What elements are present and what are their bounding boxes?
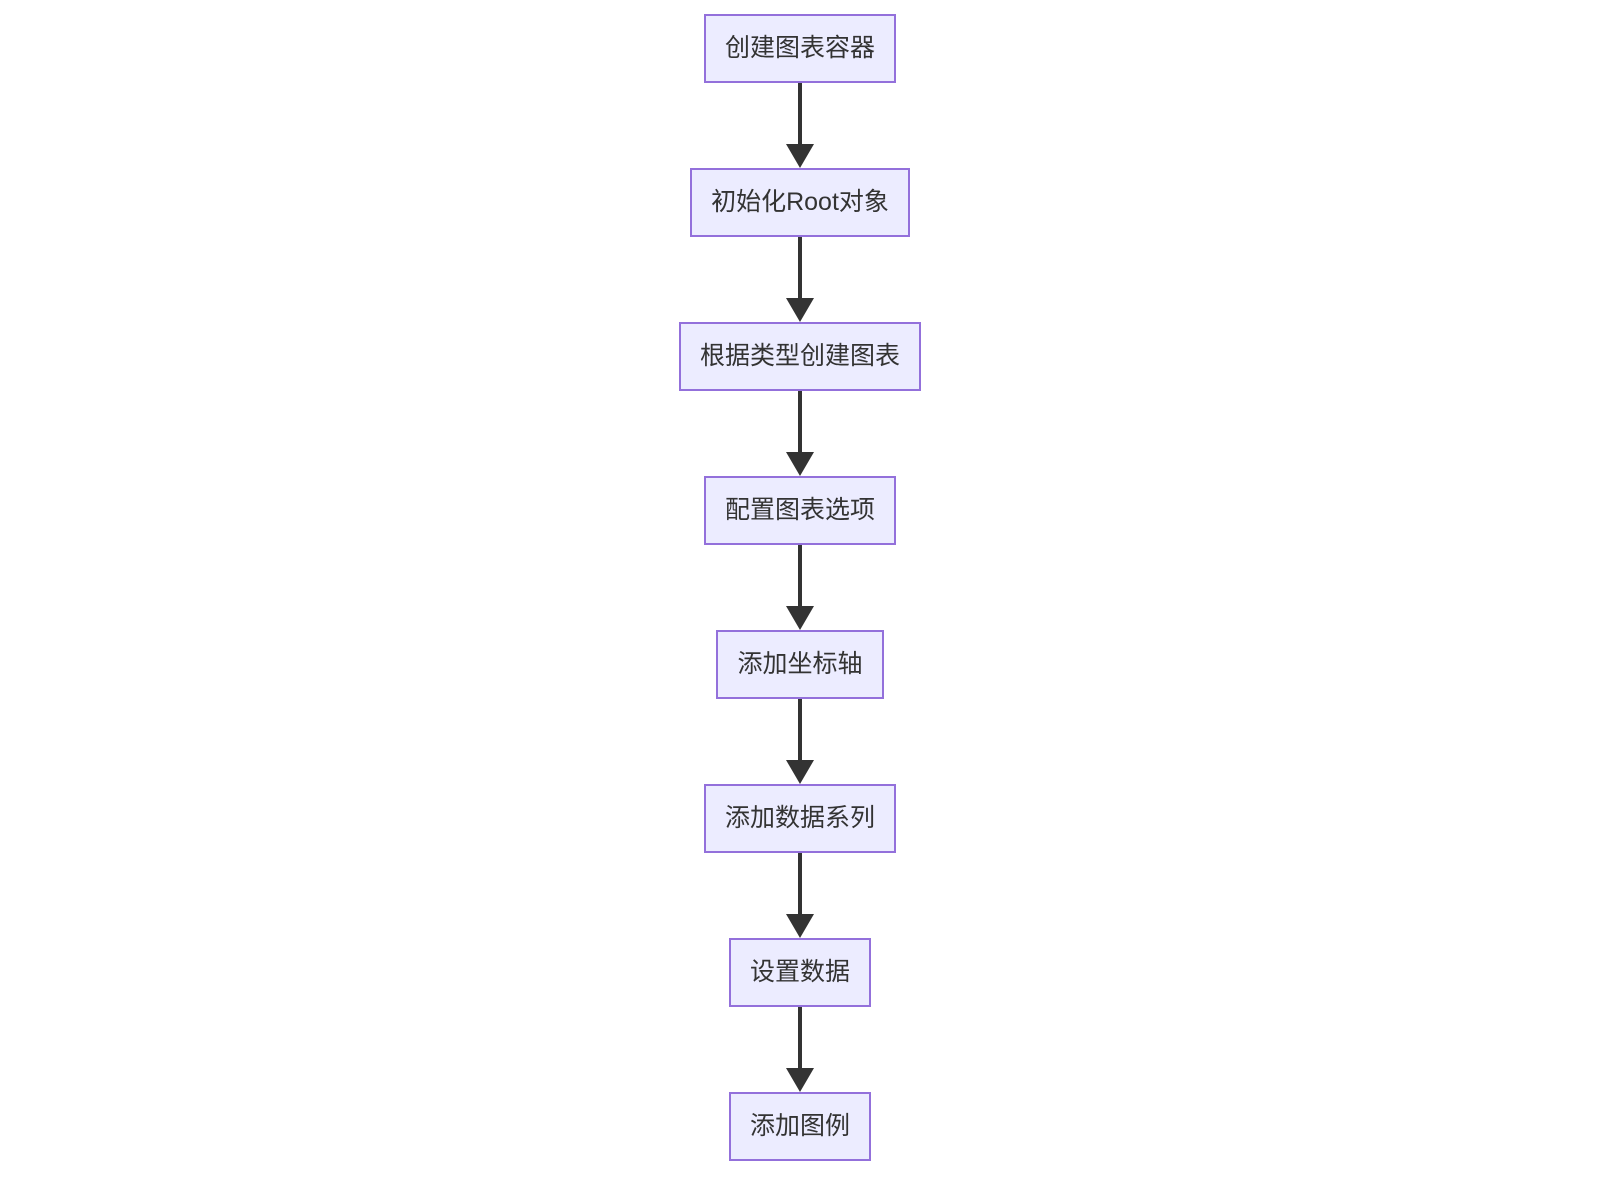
flow-arrow: [785, 1007, 815, 1092]
arrow-line: [798, 1007, 802, 1070]
arrow-line: [798, 699, 802, 762]
flow-node-init-root: 初始化Root对象: [690, 168, 910, 237]
flow-arrow: [785, 83, 815, 168]
arrowhead-down-icon: [786, 606, 814, 630]
arrow-line: [798, 237, 802, 300]
arrowhead-down-icon: [786, 914, 814, 938]
flow-node-set-data: 设置数据: [728, 938, 871, 1007]
flow-node-add-legend: 添加图例: [728, 1092, 871, 1161]
flow-arrow: [785, 237, 815, 322]
flow-node-create-chart-by-type: 根据类型创建图表: [678, 322, 921, 391]
arrowhead-down-icon: [786, 298, 814, 322]
arrowhead-down-icon: [786, 1068, 814, 1092]
arrowhead-down-icon: [786, 452, 814, 476]
flow-node-configure-options: 配置图表选项: [703, 476, 896, 545]
arrowhead-down-icon: [786, 760, 814, 784]
arrow-line: [798, 853, 802, 916]
flow-node-add-series: 添加数据系列: [703, 784, 896, 853]
flow-arrow: [785, 699, 815, 784]
flow-arrow: [785, 853, 815, 938]
flow-node-create-container: 创建图表容器: [703, 14, 896, 83]
arrow-line: [798, 83, 802, 146]
flow-arrow: [785, 391, 815, 476]
flow-node-add-axes: 添加坐标轴: [716, 630, 884, 699]
arrow-line: [798, 545, 802, 608]
flow-arrow: [785, 545, 815, 630]
arrow-line: [798, 391, 802, 454]
arrowhead-down-icon: [786, 144, 814, 168]
